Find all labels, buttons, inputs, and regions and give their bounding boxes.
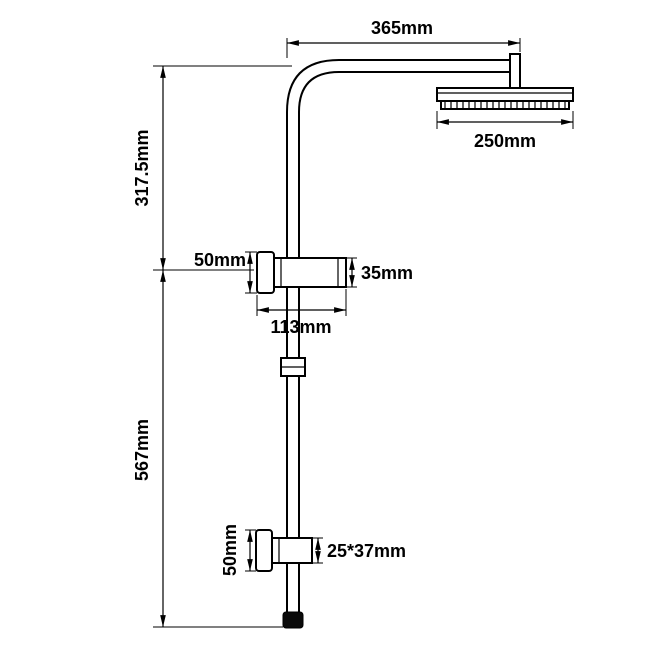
dim-mid-bracket-diameter-label: 35mm (361, 263, 413, 283)
pipe-end-cap (282, 611, 304, 629)
dim-bottom-bracket-size-label: 25*37mm (327, 541, 406, 561)
dim-mid-bracket-height-label: 50mm (194, 250, 246, 270)
dim-upper-height: 317.5mm (132, 65, 292, 271)
dim-bottom-bracket-height: 50mm (220, 524, 256, 576)
dim-head-width: 250mm (436, 111, 574, 151)
dim-mid-bracket-length-label: 113mm (270, 317, 331, 337)
rail-slider (280, 357, 306, 377)
shower-head (436, 87, 574, 110)
dim-arm-reach-label: 365mm (371, 18, 433, 38)
dim-mid-bracket-diameter: 35mm (346, 257, 413, 288)
dim-lower-height-label: 567mm (132, 419, 152, 481)
dim-mid-bracket-length: 113mm (256, 289, 347, 337)
shower-head-nozzles (444, 101, 566, 109)
dim-bottom-bracket-height-label: 50mm (220, 524, 240, 576)
upper-bracket (256, 251, 347, 294)
dim-head-width-label: 250mm (474, 131, 536, 151)
shower-rail-pipe (286, 59, 510, 613)
dim-mid-bracket-height: 50mm (194, 250, 257, 294)
dim-lower-height: 567mm (132, 270, 283, 628)
dim-arm-reach: 365mm (286, 18, 521, 58)
dim-upper-height-label: 317.5mm (132, 129, 152, 206)
dim-bottom-bracket-size: 25*37mm (312, 537, 406, 564)
shower-arm-connector (509, 53, 521, 89)
lower-bracket (255, 529, 313, 572)
